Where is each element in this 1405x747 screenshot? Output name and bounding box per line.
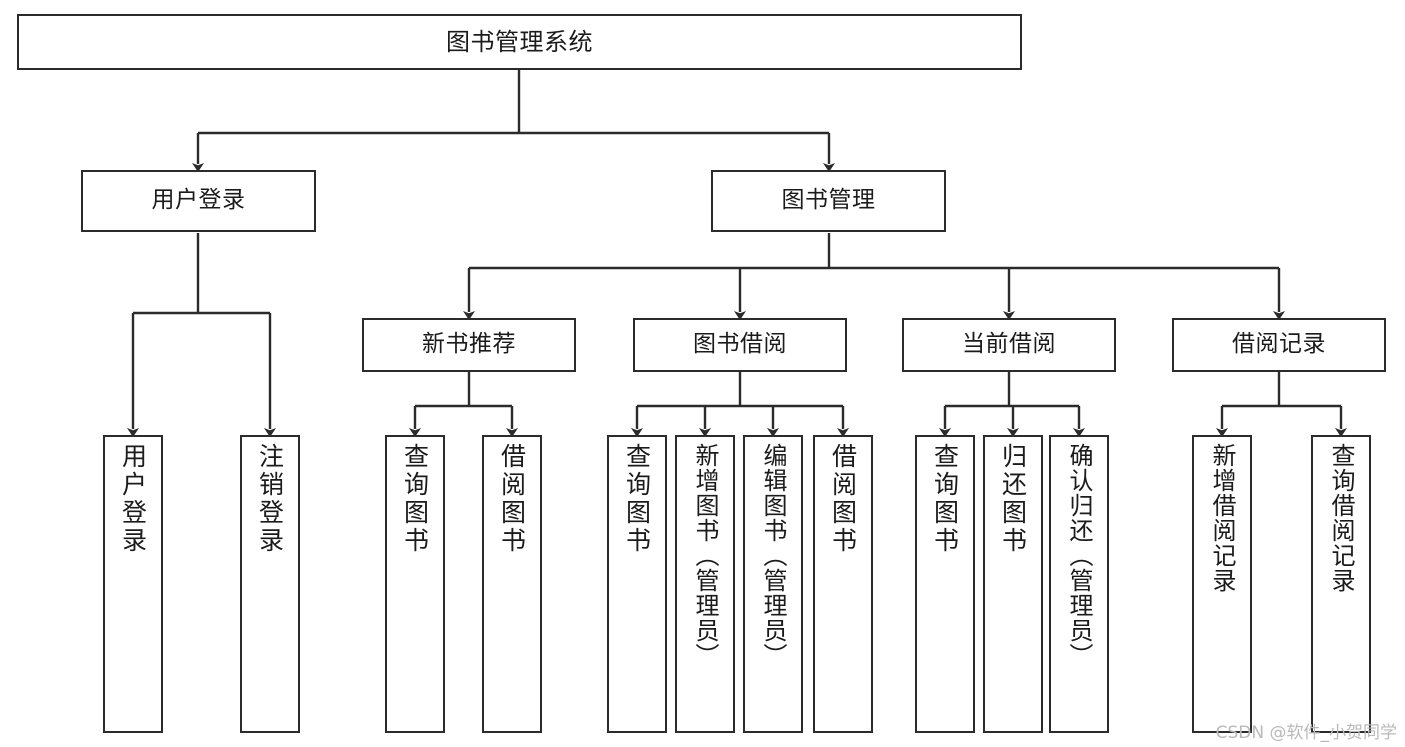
node-leaf-logout-label: 注销登录: [255, 443, 285, 555]
node-leaf-query-book-3-label: 查询图书: [930, 443, 960, 555]
node-leaf-return-book-label: 归还图书: [998, 443, 1028, 555]
node-user-login-label: 用户登录: [151, 187, 246, 214]
node-user-login[interactable]: 用户登录: [81, 170, 316, 232]
node-new-book-rec-label: 新书推荐: [422, 331, 516, 358]
node-root-label: 图书管理系统: [446, 27, 593, 56]
node-leaf-borrow-book-2[interactable]: 借阅图书: [813, 435, 873, 733]
node-leaf-add-book[interactable]: 新增图书（管理员）: [675, 435, 735, 733]
node-leaf-query-book-1-label: 查询图书: [400, 443, 430, 555]
node-leaf-add-record-label: 新增借阅记录: [1208, 443, 1236, 593]
node-root[interactable]: 图书管理系统: [17, 14, 1022, 70]
node-leaf-borrow-book-1[interactable]: 借阅图书: [482, 435, 542, 733]
node-leaf-borrow-book-2-label: 借阅图书: [828, 443, 858, 555]
node-current-borrow-label: 当前借阅: [962, 331, 1056, 358]
node-leaf-user-login[interactable]: 用户登录: [103, 435, 163, 733]
watermark: CSDN @软件_小贺同学: [1215, 723, 1397, 743]
node-leaf-add-book-label: 新增图书（管理员）: [691, 443, 719, 668]
node-leaf-return-book[interactable]: 归还图书: [983, 435, 1043, 733]
node-borrow-record[interactable]: 借阅记录: [1172, 318, 1386, 372]
node-leaf-edit-book[interactable]: 编辑图书（管理员）: [743, 435, 803, 733]
node-borrow-record-label: 借阅记录: [1232, 331, 1326, 358]
node-leaf-query-book-2[interactable]: 查询图书: [607, 435, 667, 733]
node-book-borrow[interactable]: 图书借阅: [633, 318, 847, 372]
node-leaf-add-record[interactable]: 新增借阅记录: [1192, 435, 1252, 733]
node-leaf-user-login-label: 用户登录: [118, 443, 148, 555]
node-leaf-edit-book-label: 编辑图书（管理员）: [759, 443, 787, 668]
node-leaf-confirm-return-label: 确认归还（管理员）: [1065, 443, 1093, 668]
node-leaf-query-book-3[interactable]: 查询图书: [915, 435, 975, 733]
node-book-borrow-label: 图书借阅: [693, 331, 787, 358]
node-leaf-confirm-return[interactable]: 确认归还（管理员）: [1049, 435, 1109, 733]
node-leaf-query-record[interactable]: 查询借阅记录: [1311, 435, 1371, 733]
node-leaf-query-book-1[interactable]: 查询图书: [385, 435, 445, 733]
node-leaf-query-record-label: 查询借阅记录: [1327, 443, 1355, 593]
node-leaf-logout[interactable]: 注销登录: [240, 435, 300, 733]
node-book-manage[interactable]: 图书管理: [711, 170, 946, 232]
node-leaf-query-book-2-label: 查询图书: [622, 443, 652, 555]
node-new-book-rec[interactable]: 新书推荐: [362, 318, 576, 372]
node-leaf-borrow-book-1-label: 借阅图书: [497, 443, 527, 555]
node-current-borrow[interactable]: 当前借阅: [902, 318, 1116, 372]
node-book-manage-label: 图书管理: [781, 187, 876, 214]
